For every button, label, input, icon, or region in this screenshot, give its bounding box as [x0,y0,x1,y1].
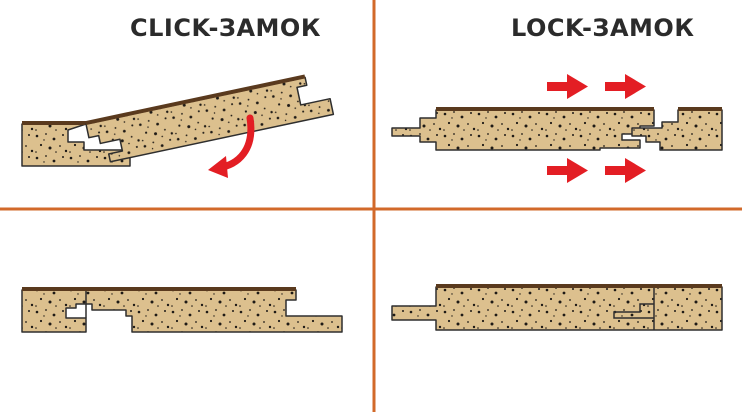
lock-lock-title: LOCK-ЗАМОК [511,14,695,42]
arrow-right-icon [605,158,646,183]
click-angled-left-board [21,121,131,167]
arrow-right-icon [547,74,588,99]
click-lock-title: CLICK-ЗАМОК [130,14,321,42]
click-angled-right-board [85,74,335,163]
arrow-right-icon [547,158,588,183]
arrow-right-icon [605,74,646,99]
lock-left-board [391,107,655,151]
push-arrows-top [547,74,646,99]
rotate-arrow-icon [208,114,255,178]
push-arrows-bottom [547,158,646,183]
lock-assembled-boards [391,284,723,331]
lock-right-board [631,107,723,151]
click-assembled-boards [21,287,343,333]
